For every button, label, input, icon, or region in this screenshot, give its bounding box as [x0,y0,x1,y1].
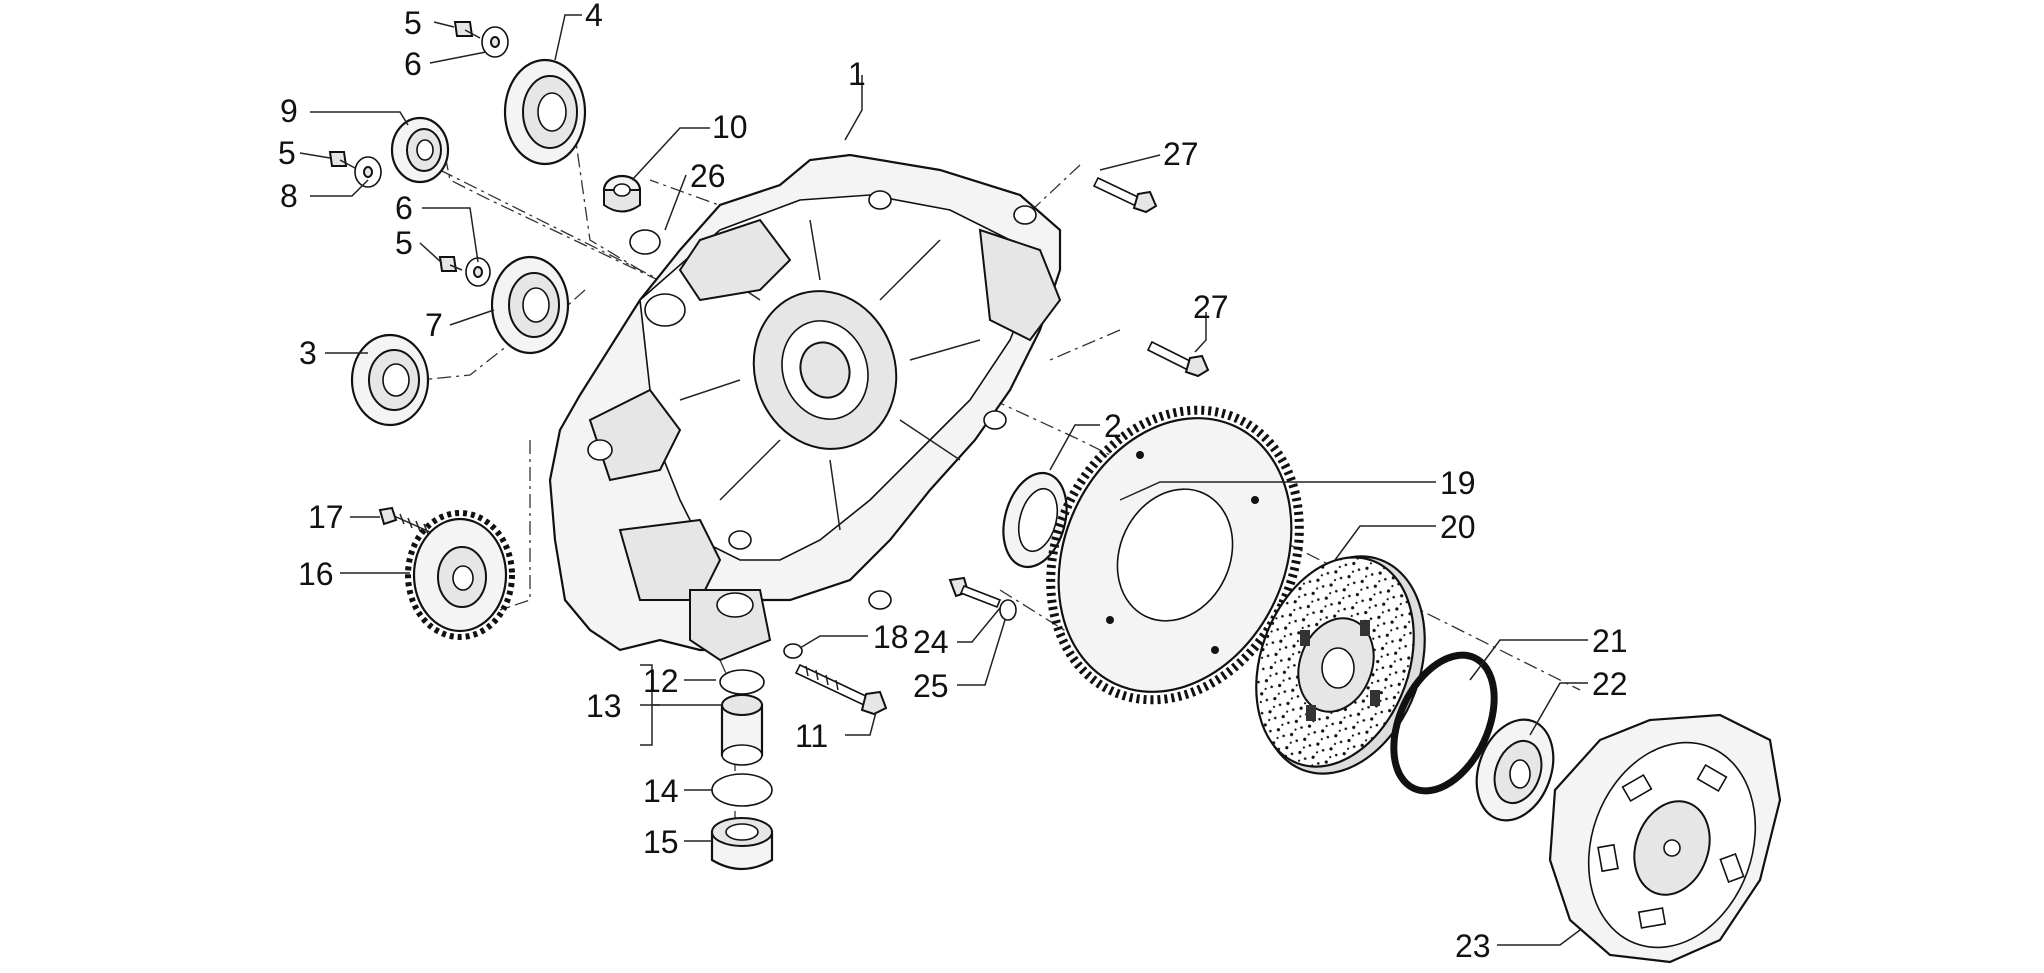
bearing-4 [503,58,587,166]
callout-26: 26 [690,158,726,194]
plug-10 [602,174,642,213]
callout-15: 15 [643,824,679,860]
callout-5-middle: 5 [278,135,296,171]
callout-11: 11 [795,718,828,754]
callout-2: 2 [1104,408,1122,444]
bearing-3 [350,333,430,427]
callout-10: 10 [712,109,748,145]
release-bearing-22 [1475,718,1555,822]
callout-21: 21 [1592,623,1628,659]
pressure-plate-23 [1548,713,1782,964]
bearing-7 [490,255,570,355]
washer-25 [999,599,1017,621]
washer-18 [783,643,803,659]
callout-9: 9 [280,93,298,129]
callout-7: 7 [425,307,443,343]
callout-5-lower: 5 [395,225,413,261]
screws-and-washers [328,21,509,287]
callout-22: 22 [1592,666,1628,702]
o-ring-26 [629,229,661,255]
callout-20: 20 [1440,509,1476,545]
callout-6-lower: 6 [395,190,413,226]
clutch-disc-20 [1255,555,1426,775]
callout-25: 25 [913,668,949,704]
callout-27-lower: 27 [1193,289,1229,325]
callout-13: 13 [586,688,622,724]
callout-19: 19 [1440,465,1476,501]
crankcase-housing [548,153,1062,662]
callout-23: 23 [1455,928,1491,964]
o-ring-12 [719,669,765,695]
bolt-24 [948,576,1002,609]
callout-12: 12 [643,663,679,699]
o-ring-14 [711,773,773,807]
callout-6-top: 6 [404,46,422,82]
callout-27-upper: 27 [1163,136,1199,172]
leader-lines [299,14,1588,946]
cartridge-13 [720,694,764,766]
callout-18: 18 [873,619,909,655]
bearing-9 [390,116,450,184]
cap-15 [710,817,774,870]
bolt-17 [378,506,431,535]
gear-16 [405,510,515,640]
callout-labels: 1 2 3 4 5 5 5 6 6 7 8 9 10 11 12 13 14 1… [278,0,1628,964]
callout-5-top: 5 [404,5,422,41]
bolt-27-lower [1146,340,1210,378]
flywheel-19 [1046,405,1304,705]
callout-16: 16 [298,556,334,592]
long-bolt-11 [794,663,888,716]
callout-14: 14 [643,773,679,809]
callout-1: 1 [848,56,866,92]
callout-24: 24 [913,624,949,660]
snap-ring-21 [1390,651,1498,795]
callout-8: 8 [280,178,298,214]
bolt-27-upper [1092,176,1158,214]
callout-4: 4 [585,0,603,33]
callout-17: 17 [308,499,344,535]
callout-3: 3 [299,335,317,371]
